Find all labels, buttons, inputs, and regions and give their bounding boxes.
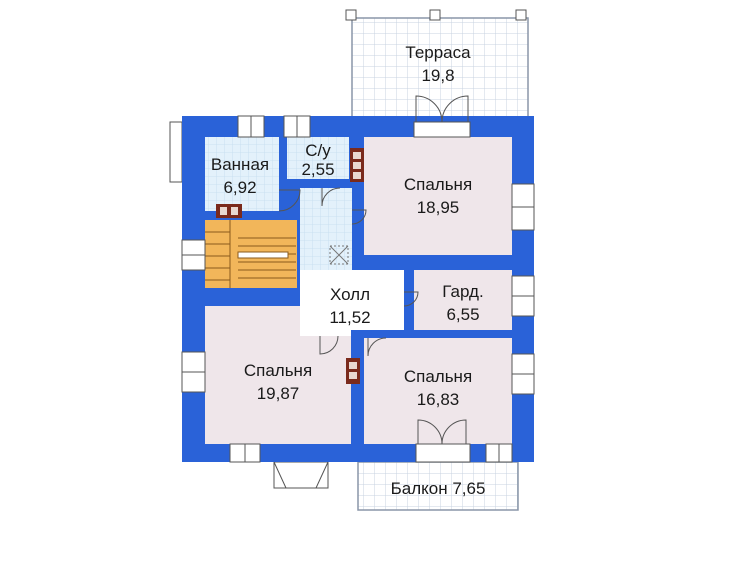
stair-treads bbox=[205, 220, 296, 288]
hall-notch bbox=[300, 306, 351, 336]
bedroom-se-area: 16,83 bbox=[417, 390, 460, 409]
bedroom-se-floor bbox=[364, 338, 512, 444]
windows bbox=[181, 115, 535, 463]
bedroom-se-name: Спальня bbox=[404, 367, 472, 386]
wc-floor bbox=[287, 137, 349, 179]
terrace-wall bbox=[352, 116, 528, 122]
wardrobe-floor bbox=[414, 270, 512, 330]
terrace-name: Терраса bbox=[405, 43, 471, 62]
hall-name: Холл bbox=[330, 285, 370, 304]
balcony bbox=[357, 461, 519, 511]
wardrobe-area: 6,55 bbox=[446, 305, 479, 324]
chimney-icon bbox=[216, 148, 364, 384]
terrace bbox=[345, 9, 529, 123]
porch bbox=[273, 461, 329, 489]
bedroom-ne-name: Спальня bbox=[404, 175, 472, 194]
hall-area: 11,52 bbox=[329, 308, 370, 327]
bedroom-sw-area: 19,87 bbox=[257, 384, 300, 403]
bathroom-floor bbox=[205, 137, 279, 211]
attic-hatch-icon bbox=[329, 245, 349, 265]
wardrobe-name: Гард. bbox=[442, 282, 483, 301]
bedroom-sw-name: Спальня bbox=[244, 361, 312, 380]
doors bbox=[278, 95, 469, 445]
wc-area: 2,55 bbox=[301, 160, 334, 179]
bedroom-ne-floor bbox=[364, 137, 512, 255]
side-window-bay bbox=[169, 121, 183, 183]
balcony-label: Балкон 7,65 bbox=[391, 479, 486, 498]
bathroom-name: Ванная bbox=[211, 155, 269, 174]
bathroom-area: 6,92 bbox=[223, 178, 256, 197]
wc-name: С/у bbox=[305, 141, 331, 160]
bedroom-ne-area: 18,95 bbox=[417, 198, 460, 217]
terrace-area: 19,8 bbox=[421, 66, 454, 85]
